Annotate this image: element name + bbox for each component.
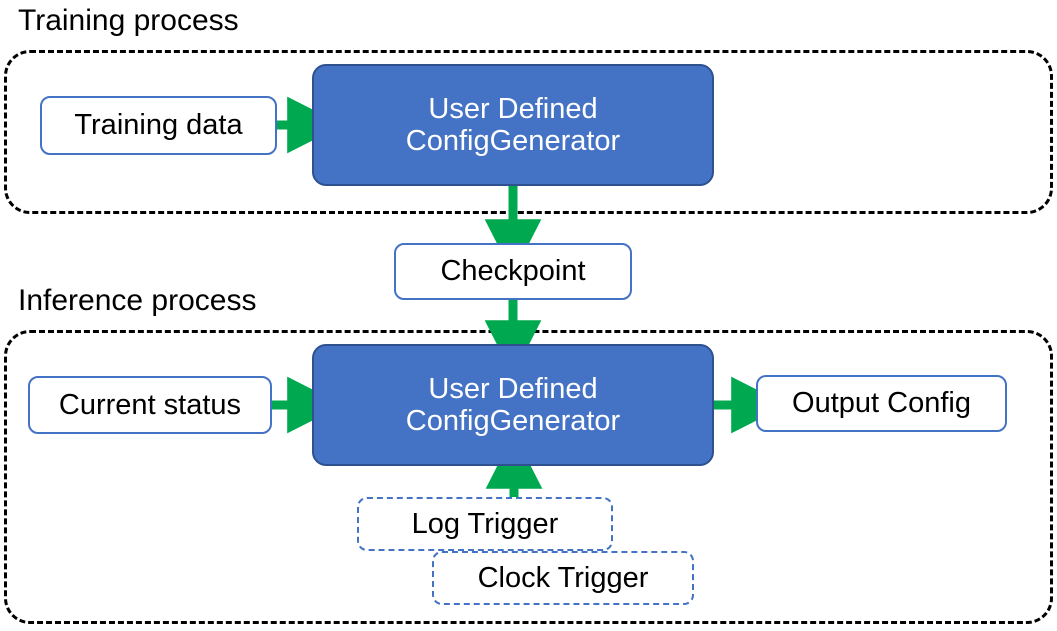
inference-process-caption: Inference process <box>18 284 257 317</box>
output-config-box[interactable]: Output Config <box>756 375 1007 432</box>
checkpoint-box[interactable]: Checkpoint <box>394 243 632 300</box>
training-config-generator-line1: User Defined <box>428 92 598 125</box>
log-trigger-label: Log Trigger <box>411 507 559 540</box>
checkpoint-label: Checkpoint <box>440 255 586 288</box>
training-config-generator-line2: ConfigGenerator <box>405 125 621 157</box>
inference-config-generator-line2: ConfigGenerator <box>405 405 621 437</box>
training-data-box[interactable]: Training data <box>40 96 277 155</box>
output-config-label: Output Config <box>792 387 971 420</box>
clock-trigger-label: Clock Trigger <box>477 561 649 594</box>
training-process-group <box>4 50 1053 214</box>
training-config-generator-box[interactable]: User Defined ConfigGenerator <box>312 64 714 186</box>
inference-config-generator-line1: User Defined <box>428 372 598 405</box>
current-status-box[interactable]: Current status <box>28 376 272 434</box>
training-process-caption: Training process <box>18 4 239 37</box>
clock-trigger-box[interactable]: Clock Trigger <box>432 551 694 605</box>
training-data-label: Training data <box>74 109 243 142</box>
current-status-label: Current status <box>58 388 242 421</box>
log-trigger-box[interactable]: Log Trigger <box>357 497 613 551</box>
inference-config-generator-box[interactable]: User Defined ConfigGenerator <box>312 344 714 466</box>
